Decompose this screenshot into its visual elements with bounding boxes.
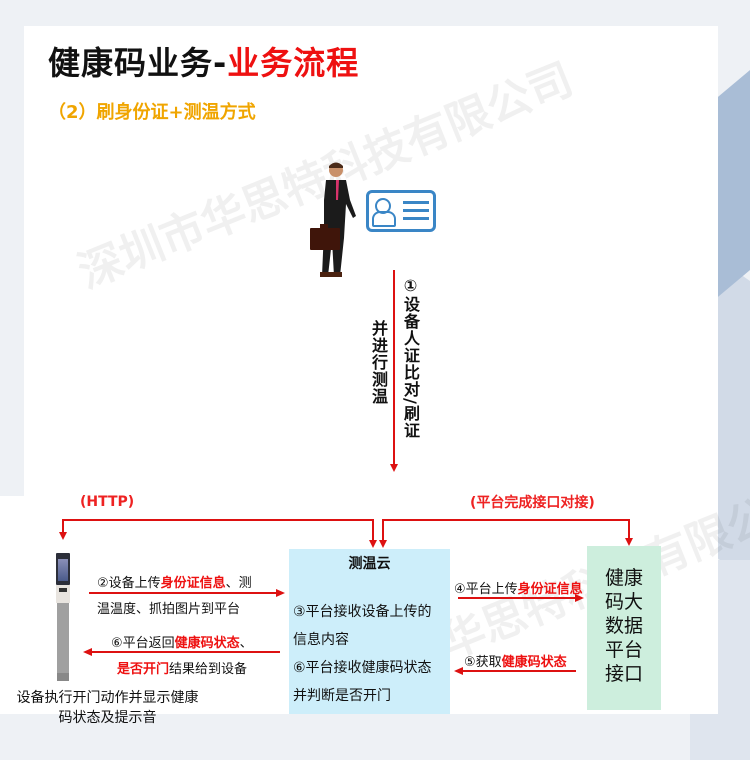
caption-line: 码状态及提示音 [58,710,157,726]
highlight: 是否开门 [117,662,170,677]
text: 、 [239,636,253,651]
cloud-title: 测温云 [348,556,391,572]
text: ⑤获取 [464,655,502,670]
step2-arrow [89,592,277,594]
step1-arrow-line [393,270,395,466]
arrow-left-icon [83,648,92,656]
arrow-down-icon [379,540,387,548]
text: ②设备上传 [97,576,161,591]
text: 、测 [225,576,252,591]
arrow-left-icon [454,667,463,675]
step6-arrow [92,651,280,653]
platform-label: 健康 码大 数据 平台 接口 [587,566,661,686]
cloud-line: ⑥平台接收健康码状态 [293,660,432,676]
platform-line: 接口 [604,663,643,685]
temperature-terminal-device [56,553,70,681]
step4-arrow [458,597,576,599]
device-caption: 设备执行开门动作并显示健康 码状态及提示音 [0,688,215,728]
step2-label-2: 温温度、抓拍图片到平台 [97,602,241,617]
platform-line: 健康 [604,567,643,589]
highlight: 身份证信息 [160,576,226,591]
platform-line: 码大 [604,591,643,613]
step6-return-label-2: 是否开门结果给到设备 [117,658,247,677]
page-title: 健康码业务-业务流程 [48,38,359,84]
platform-connect-label: (平台完成接口对接) [470,495,595,511]
platform-connector [628,519,630,539]
step1-label-2: 并进行测温 [369,320,388,405]
id-card-icon [366,190,436,232]
arrow-down-icon [369,540,377,548]
title-main: 健康码业务- [48,44,228,82]
slide-upper [24,26,718,496]
highlight: 身份证信息 [517,582,583,597]
arrow-down-icon [625,538,633,546]
highlight: 健康码状态 [174,636,240,651]
http-label: (HTTP) [80,494,135,510]
step4-label: ④平台上传身份证信息 [454,578,583,597]
highlight: 健康码状态 [501,655,567,670]
subtitle: （2）刷身份证+测温方式 [48,102,256,123]
arrow-right-icon [575,594,584,602]
businessman-icon [310,162,356,277]
cloud-line: ③平台接收设备上传的 [293,604,432,620]
arrow-down-icon [59,532,67,540]
text: ⑥平台返回 [111,636,175,651]
http-connector [62,519,64,533]
temperature-cloud-box: 测温云 ③平台接收设备上传的 信息内容 ⑥平台接收健康码状态 并判断是否开门 [289,549,450,714]
step1-label: ①设备人证比对/刷证 [401,276,420,439]
http-connector [372,519,374,541]
health-code-platform-box: 健康 码大 数据 平台 接口 [587,546,661,710]
cloud-line: 并判断是否开门 [293,688,391,704]
caption-line: 设备执行开门动作并显示健康 [16,690,199,706]
step6-return-label: ⑥平台返回健康码状态、 [111,632,253,651]
platform-connector [382,519,630,521]
title-accent: 业务流程 [227,44,360,82]
step2-label: ②设备上传身份证信息、测 [97,572,252,591]
text: 结果给到设备 [169,662,248,677]
platform-line: 数据 [604,615,643,637]
platform-line: 平台 [604,639,643,661]
arrow-down-icon [390,464,398,472]
http-connector [62,519,374,521]
cloud-line: 信息内容 [293,632,349,648]
text: ④平台上传 [454,582,518,597]
platform-connector [382,519,384,541]
step5-arrow [462,670,576,672]
arrow-right-icon [276,589,285,597]
step5-label: ⑤获取健康码状态 [464,651,567,670]
